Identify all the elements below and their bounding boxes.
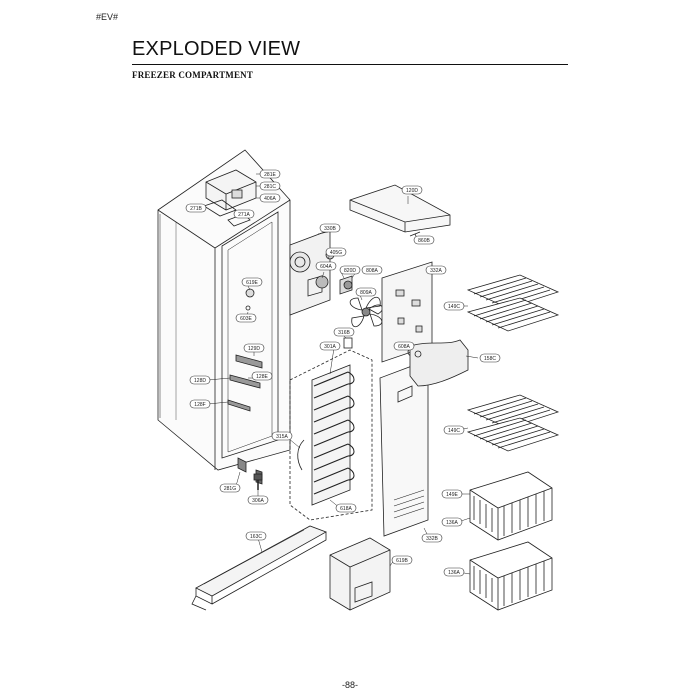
part-number-label: 281G [224,486,236,492]
part-callout-608a: 608A [393,341,415,351]
part-number-label: 809A [360,290,372,296]
part-callout-281g: 281G [219,483,241,493]
part-callout-860b: 860B [413,235,435,245]
part-number-label: 149C [448,428,460,434]
part-number-label: 271A [238,212,250,218]
evaporator-fan [315,250,383,328]
part-number-label: 129D [248,346,260,352]
part-callout-332b: 332B [421,533,443,543]
part-number-label: 603E [240,316,252,322]
side-rails [227,288,263,485]
part-callout-136a-top: 136A [441,517,463,527]
drain-pan [191,525,327,611]
part-number-label: 316B [338,330,350,336]
part-number-label: 405G [330,250,342,256]
part-number-label: 128D [194,378,206,384]
part-number-label: 120D [406,188,418,194]
wire-shelf-middle [466,394,560,452]
part-number-label: 306A [252,498,264,504]
evaporator-coil [289,337,373,521]
part-number-label: 808A [366,268,378,274]
part-callout-330b: 330B [319,223,341,233]
part-callout-136a-bottom: 136A [443,567,465,577]
part-callout-149c-top: 149C [443,301,465,311]
part-callout-149c-mid: 149C [443,425,465,435]
part-number-label: 332B [426,536,438,542]
part-number-label: 128E [256,374,268,380]
part-number-label: 149E [446,492,458,498]
part-callout-406a: 406A [259,193,281,203]
part-callout-618a: 618A [335,503,357,513]
part-callout-163c: 163C [245,531,267,541]
part-number-label: 301A [324,344,336,350]
cover-box [329,537,391,611]
part-callout-332a: 332A [425,265,447,275]
part-number-label: 619E [246,280,258,286]
part-number-label: 163C [250,534,262,540]
part-number-label: 604A [320,264,332,270]
wire-shelf-upper [466,274,560,332]
part-callout-149e: 149E [441,489,463,499]
wire-baskets [469,471,553,611]
part-number-label: 136A [448,570,460,576]
part-callout-301a: 301A [319,341,341,351]
part-number-label: 860B [418,238,430,244]
part-number-label: 281C [264,184,276,190]
top-cover [349,184,451,241]
document-code: #EV# [96,12,119,22]
part-callout-128f: 128F [189,399,211,409]
part-number-label: 128F [194,402,205,408]
part-callout-315a: 315A [271,431,293,441]
part-callout-619b: 619B [391,555,413,565]
part-callout-158c: 158C [479,353,501,363]
air-duct [379,339,469,537]
part-callout-128e: 128E [251,371,273,381]
title-underline [132,64,568,65]
part-callout-405g: 405G [325,247,347,257]
part-number-label: 619B [396,558,408,564]
part-callout-820d: 820D [339,265,361,275]
part-number-label: 149C [448,304,460,310]
part-callout-316b: 316B [333,327,355,337]
part-number-label: 158C [484,356,496,362]
part-callout-271b: 271B [185,203,207,213]
section-subtitle: FREEZER COMPARTMENT [132,70,254,80]
part-number-label: 406A [264,196,276,202]
rear-panel [381,261,433,363]
part-callout-603e: 603E [235,313,257,323]
part-number-label: 136A [446,520,458,526]
part-number-label: 281E [264,172,276,178]
part-number-label: 315A [276,434,288,440]
part-number-label: 618A [340,506,352,512]
part-labels: 281E 281C 406A 271B 271A 120D 860B 330B 405G 604A… [185,169,501,577]
part-number-label: 330B [324,226,336,232]
part-callout-271a: 271A [233,209,255,219]
part-number-label: 271B [190,206,202,212]
cabinet-body [157,149,291,471]
part-callout-120d: 120D [401,185,423,195]
bolt-part [253,473,263,490]
part-callout-281c: 281C [259,181,281,191]
part-callout-281e: 281E [259,169,281,179]
part-callout-306a: 306A [247,495,269,505]
part-callout-809a: 809A [355,287,377,297]
page-title: EXPLODED VIEW [132,38,301,60]
page-number: -88- [341,680,358,690]
part-number-label: 332A [430,268,442,274]
part-number-label: 608A [398,344,410,350]
part-callout-129d: 129D [243,343,265,353]
part-number-label: 820D [344,268,356,274]
part-callout-128d: 128D [189,375,211,385]
part-callout-604a: 604A [315,261,337,271]
part-callout-808a: 808A [361,265,383,275]
fan-shroud [289,229,331,316]
part-callout-619e: 619E [241,277,263,287]
